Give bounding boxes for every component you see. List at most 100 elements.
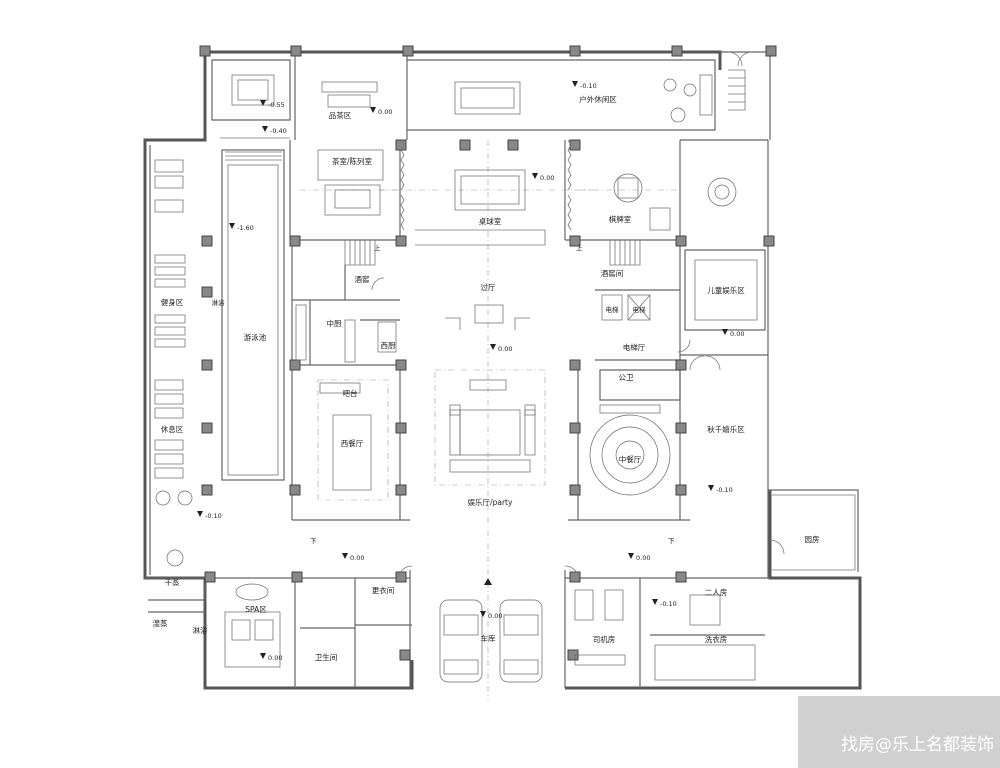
level-label: -0.55 — [268, 101, 285, 109]
level-labels: -0.10 -0.55 -0.40 0.00 -1.60 0.00 0.00 0.00 -0.1… — [205, 82, 744, 662]
top-left-bath — [231, 74, 275, 106]
room-label-shower: 淋浴 — [193, 625, 208, 635]
level-marker-icon — [722, 329, 728, 335]
foyer-furniture — [445, 304, 530, 330]
curtains — [400, 139, 572, 231]
western-dining-table — [317, 379, 389, 501]
chinese-dining-table — [589, 404, 671, 496]
level-label: 0.00 — [488, 612, 502, 620]
watermark: 找房@乐上名都装饰 — [798, 696, 1000, 768]
room-label-public-wc: 公卫 — [619, 373, 634, 382]
tea-room-furniture — [317, 81, 384, 216]
spa-furniture — [224, 583, 281, 668]
swimming-pool — [221, 149, 285, 481]
level-label: 0.00 — [730, 330, 744, 338]
room-label-kids: 儿童娱乐区 — [707, 285, 745, 295]
billiard-table — [415, 169, 546, 246]
room-label-swing: 秋千嬉乐区 — [707, 424, 745, 434]
level-marker-icon — [370, 107, 376, 113]
stair-direction-label: 下 — [668, 537, 675, 545]
room-label-elev2: 电梯 — [633, 305, 647, 314]
level-marker-icon — [260, 653, 266, 659]
level-label: 0.00 — [498, 345, 512, 353]
party-furniture — [434, 369, 546, 486]
level-label: -0.40 — [270, 127, 287, 135]
kitchen-furniture — [295, 304, 397, 363]
level-label: -0.10 — [205, 512, 222, 520]
room-label-west-kitchen: 西厨 — [381, 341, 396, 350]
room-label-tea-room: 品茶区 — [329, 110, 352, 120]
columns — [199, 45, 777, 661]
level-marker-icon — [229, 223, 235, 229]
level-label: 0.00 — [350, 554, 364, 562]
room-label-sauna-wet: 湿蒸 — [153, 618, 168, 628]
room-label-elevator-hall: 电梯厅 — [623, 342, 646, 352]
room-label-garden: 园房 — [805, 534, 820, 544]
level-marker-icon — [628, 553, 634, 559]
entrance-arrow-icon — [484, 578, 492, 585]
elevators — [601, 294, 651, 321]
room-label-elev1: 电梯 — [606, 305, 620, 314]
kids-area — [694, 259, 758, 321]
room-label-chinese-dining: 中餐厅 — [619, 454, 642, 464]
room-label-rest: 休息区 — [161, 424, 184, 434]
level-marker-icon — [708, 485, 714, 491]
chess-furniture — [613, 173, 671, 231]
room-label-pool: 游泳池 — [244, 332, 267, 342]
level-label: 0.00 — [378, 108, 392, 116]
room-label-sauna-dry: 干蒸 — [165, 577, 180, 587]
room-label-maid: 二人房 — [705, 587, 728, 597]
room-label-wc: 卫生间 — [315, 652, 338, 662]
level-label: -1.60 — [237, 224, 254, 232]
room-label-outdoor-leisure: 户外休闲区 — [579, 94, 617, 104]
level-label: -0.10 — [580, 82, 597, 90]
room-label-wine2: 酒窖间 — [601, 268, 624, 278]
service-furniture — [574, 589, 756, 681]
garden-room — [772, 494, 856, 571]
level-label: 0.00 — [636, 554, 650, 562]
level-label: 0.00 — [268, 654, 282, 662]
axis-lines — [300, 140, 680, 700]
watermark-text: 找房@乐上名都装饰 — [841, 735, 994, 755]
stair-labels: 上 上下 下 — [310, 243, 675, 545]
room-label-fitness: 健身区 — [161, 297, 184, 307]
level-marker-icon — [480, 611, 486, 617]
room-label-party: 娱乐厅/party — [468, 497, 513, 507]
level-marker-icon — [260, 100, 266, 106]
door-swings — [371, 51, 785, 581]
garage-cars — [439, 599, 543, 683]
level-marker-icon — [197, 511, 203, 517]
level-marker-icon — [572, 81, 578, 87]
room-label-tea-display: 茶室/陈列室 — [332, 156, 373, 166]
room-label-bar: 吧台 — [343, 388, 358, 398]
room-label-laundry: 洗衣房 — [705, 634, 728, 644]
stair-direction-label: 下 — [310, 537, 317, 545]
room-label-garage: 车库 — [481, 633, 496, 643]
level-markers — [197, 81, 728, 659]
level-marker-icon — [652, 599, 658, 605]
room-labels: 户外休闲区品茶区茶室/陈列室桌球室棋牌室过厅酒窖酒窖间儿童娱乐区中厨西厨电梯厅吧… — [153, 94, 820, 662]
outer-walls — [143, 50, 862, 690]
level-marker-icon — [342, 553, 348, 559]
room-label-driver: 司机房 — [593, 634, 616, 644]
room-label-western-dining: 西餐厅 — [341, 439, 364, 448]
room-label-foyer: 过厅 — [481, 282, 496, 292]
room-label-spa: SPA区 — [245, 605, 267, 614]
planter — [707, 177, 737, 207]
stair-direction-label: 上 — [576, 243, 583, 252]
level-marker-icon — [490, 344, 496, 350]
level-marker-icon — [532, 173, 538, 179]
fitness-equipment — [154, 159, 193, 567]
room-label-chess: 棋牌室 — [609, 214, 632, 224]
room-label-billiard: 桌球室 — [479, 216, 502, 226]
room-label-spa-left: 淋浴 — [212, 298, 226, 307]
room-label-kitchen: 中厨 — [327, 318, 342, 328]
room-label-changing: 更衣间 — [372, 585, 395, 595]
level-label: 0.00 — [540, 174, 554, 182]
stair-direction-label: 上 — [374, 243, 381, 252]
level-label: -0.10 — [660, 600, 677, 608]
outdoor-furniture — [454, 69, 746, 123]
stairs — [344, 240, 641, 266]
level-marker-icon — [262, 126, 268, 132]
